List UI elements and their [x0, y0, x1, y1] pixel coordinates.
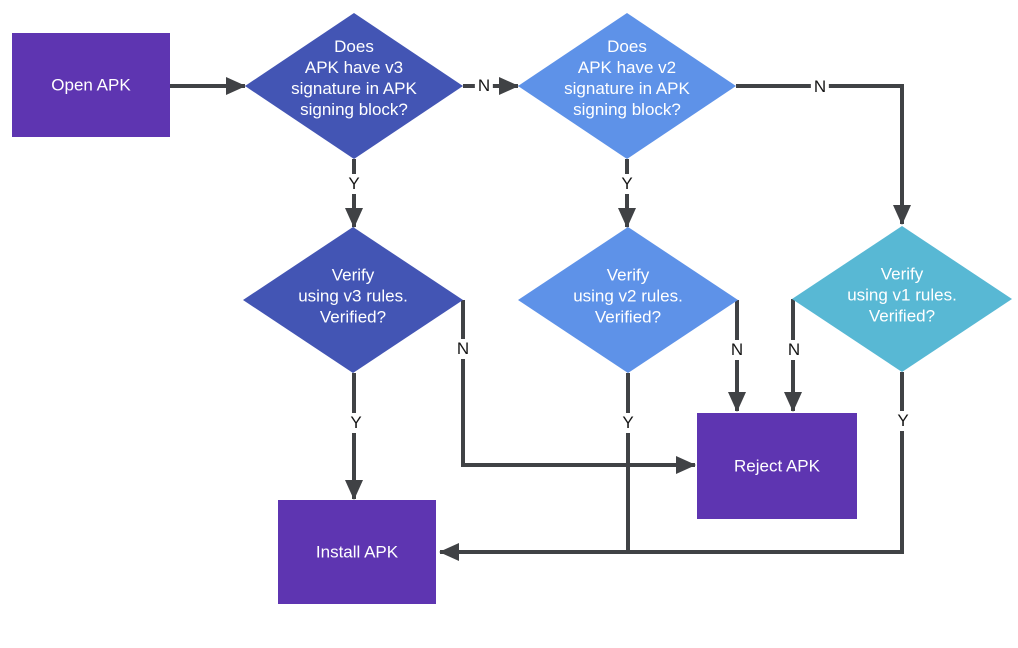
edge-v2q-no-to-v1v: [736, 84, 911, 225]
edge-v1v-yes-to-install: [439, 372, 904, 561]
node-reject-apk: [697, 413, 857, 519]
node-v3-verify-diamond: [243, 227, 463, 373]
node-v2-question-diamond: [518, 13, 736, 159]
node-v3-question-diamond: [245, 13, 463, 159]
node-open-apk: [12, 33, 170, 137]
node-v1-verify-diamond: [792, 226, 1012, 372]
node-install-apk: [278, 500, 436, 604]
node-v2-verify-diamond: [518, 227, 738, 373]
